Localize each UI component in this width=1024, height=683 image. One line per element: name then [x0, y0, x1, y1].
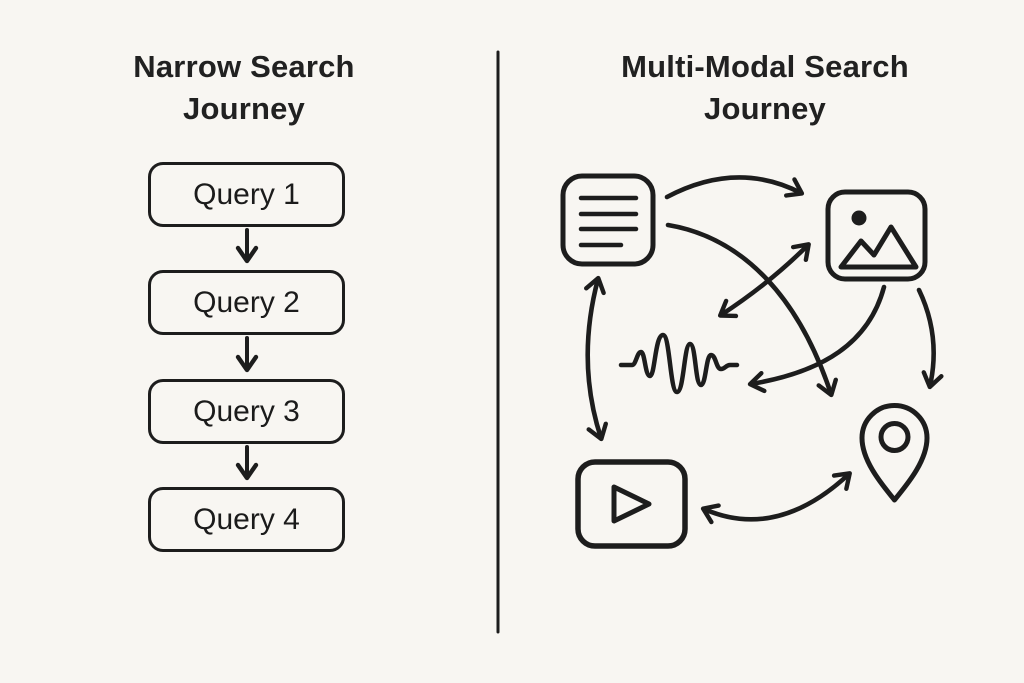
query-4-node: Query 4 [148, 487, 345, 552]
arrow-image-to-location [916, 287, 944, 390]
arrow-audio-image-bidirectional [717, 242, 811, 319]
text-document-icon [560, 173, 656, 267]
narrow-search-title: Narrow Search Journey [133, 49, 355, 126]
audio-waveform-icon [618, 332, 740, 395]
arrow-image-to-audio [747, 284, 887, 394]
multi-modal-connection-arrows [584, 175, 944, 525]
location-pin-icon [859, 403, 930, 503]
query-1-node: Query 1 [148, 162, 345, 227]
image-icon [825, 189, 928, 282]
arrow-video-location-bidirectional [700, 471, 852, 525]
arrow-text-video-bidirectional [584, 275, 609, 442]
video-icon [575, 459, 688, 549]
query-3-node: Query 3 [148, 379, 345, 444]
query-2-node: Query 2 [148, 270, 345, 335]
arrow-text-to-image [664, 175, 805, 200]
multi-modal-search-title: Multi-Modal Search Journey [621, 49, 909, 126]
